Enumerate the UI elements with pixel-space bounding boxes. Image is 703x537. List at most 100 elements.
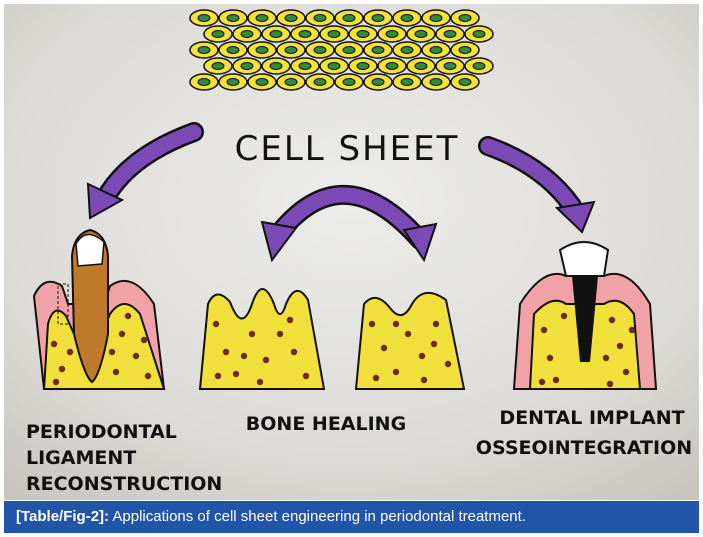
cell-nucleus (458, 46, 472, 54)
cell-sheet-grid (189, 9, 494, 91)
label-implant: DENTAL IMPLANT OSSEOINTEGRATION (476, 407, 692, 459)
caption-reference: [Table/Fig-2]: (16, 508, 110, 525)
bone-pore (552, 376, 560, 384)
bone-pore (302, 372, 310, 380)
cell-nucleus (197, 14, 211, 22)
bone-pore (52, 378, 60, 386)
cell-nucleus (226, 78, 240, 86)
cell-nucleus (255, 78, 269, 86)
label-periodontal-line3: RECONSTRUCTION (26, 473, 222, 495)
cell-nucleus (443, 62, 457, 70)
cell-nucleus (269, 30, 283, 38)
bone-pore (392, 368, 400, 376)
bone-pore (606, 380, 614, 388)
cell-nucleus (472, 62, 486, 70)
label-implant-line1: DENTAL IMPLANT (499, 407, 684, 429)
bone-pore (214, 372, 222, 380)
bone-pore (616, 342, 624, 350)
cell-nucleus (342, 14, 356, 22)
bone-pore (404, 330, 412, 338)
figure-caption: [Table/Fig-2]: Applications of cell shee… (4, 501, 699, 533)
cell-nucleus (400, 46, 414, 54)
label-periodontal: PERIODONTAL LIGAMENT RECONSTRUCTION (26, 421, 222, 495)
cell-nucleus (342, 78, 356, 86)
arrow-to-implant (478, 136, 596, 234)
cell-nucleus (211, 30, 225, 38)
bone-pore (602, 354, 610, 362)
bone-pore (262, 356, 270, 364)
cell-nucleus (327, 62, 341, 70)
periodontal-tooth-drawing (32, 228, 166, 390)
cell-nucleus (429, 14, 443, 22)
bone-pore (276, 330, 284, 338)
cell-nucleus (284, 78, 298, 86)
cell-nucleus (313, 46, 327, 54)
label-implant-line2: OSSEOINTEGRATION (476, 437, 692, 459)
bone-pore (140, 336, 148, 344)
cell-nucleus (356, 30, 370, 38)
cell-nucleus (284, 14, 298, 22)
label-bone-healing: BONE HEALING (246, 413, 406, 435)
cell-nucleus (269, 62, 283, 70)
cell-nucleus (255, 46, 269, 54)
label-periodontal-line1: PERIODONTAL (26, 421, 177, 443)
cell-nucleus (414, 62, 428, 70)
cell-nucleus (385, 30, 399, 38)
bone-pore (58, 365, 66, 373)
cell-nucleus (385, 62, 399, 70)
bone-pore (248, 330, 256, 338)
dental-implant-drawing (512, 241, 658, 390)
bone-pore (538, 378, 546, 386)
cell-nucleus (429, 78, 443, 86)
cell-nucleus (443, 30, 457, 38)
bone-pore (112, 368, 120, 376)
bone-pore (628, 326, 636, 334)
cell-nucleus (472, 30, 486, 38)
bone-pore (546, 354, 554, 362)
cell-nucleus (458, 78, 472, 86)
cell-sheet-title: CELL SHEET (235, 129, 460, 169)
cell-nucleus (400, 78, 414, 86)
bone-pore (66, 348, 74, 356)
bone-pore (124, 312, 132, 320)
cell-nucleus (313, 78, 327, 86)
cell-nucleus (356, 62, 370, 70)
cell-nucleus (197, 78, 211, 86)
bone-pore (430, 340, 438, 348)
bone-pore (108, 348, 116, 356)
cell-nucleus (342, 46, 356, 54)
bone-pore (222, 348, 230, 356)
caption-text: Applications of cell sheet engineering i… (109, 508, 526, 525)
bone-pore (608, 316, 616, 324)
arrow-to-periodontal (86, 122, 204, 220)
cell-nucleus (313, 14, 327, 22)
bone-pore (50, 340, 58, 348)
cell-nucleus (371, 46, 385, 54)
bone-pore (132, 352, 140, 360)
bone-pore (240, 352, 248, 360)
cell-nucleus (298, 62, 312, 70)
cell-nucleus (429, 46, 443, 54)
bone-pore (212, 320, 220, 328)
cell-sheet-illustration: CELL SHEET (4, 4, 699, 500)
cell-nucleus (240, 62, 254, 70)
cell-nucleus (371, 14, 385, 22)
bone-pore (380, 344, 388, 352)
bone-pore (368, 320, 376, 328)
cell-nucleus (400, 14, 414, 22)
cell-nucleus (211, 62, 225, 70)
bone-pore (540, 326, 548, 334)
label-periodontal-line2: LIGAMENT (26, 447, 136, 469)
bone-pore (444, 360, 452, 368)
bone-pore (560, 312, 568, 320)
bone-healing-drawing (198, 288, 466, 390)
cell-nucleus (240, 30, 254, 38)
bone-pore (232, 370, 240, 378)
bone-pore (432, 320, 440, 328)
bone-pore (256, 378, 264, 386)
cell-nucleus (298, 30, 312, 38)
bone-pore (118, 330, 126, 338)
bone-pore (372, 374, 380, 382)
cell-nucleus (371, 78, 385, 86)
